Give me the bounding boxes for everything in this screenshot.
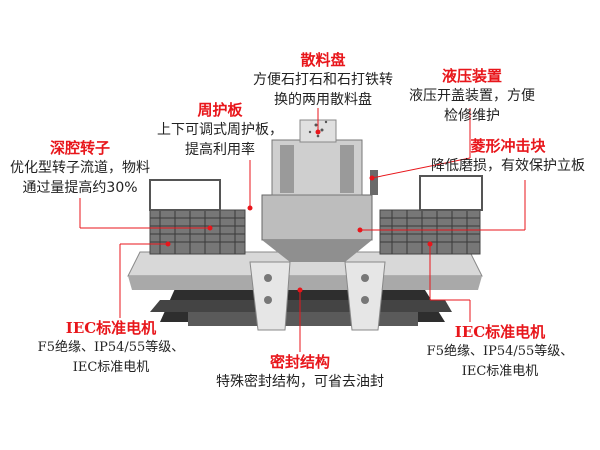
callout-title: 散料盘 bbox=[300, 51, 346, 69]
callout-title: 液压装置 bbox=[441, 67, 502, 85]
callout-desc-line1: F5绝缘、IP54/55等级、 bbox=[426, 344, 574, 359]
callout-desc-line1: 特殊密封结构，可省去油封 bbox=[216, 374, 384, 390]
callout-title: IEC标准电机 bbox=[65, 319, 157, 337]
hydraulic-cylinder bbox=[370, 170, 378, 195]
support-legs bbox=[249, 261, 386, 331]
callout-desc-line1: 优化型转子流道，物料 bbox=[10, 160, 150, 176]
left-motor-guard bbox=[149, 179, 246, 255]
callout-desc-line1: 上下可调式周护板， bbox=[157, 122, 283, 138]
callout-desc-line2: 通过量提高约30% bbox=[22, 180, 138, 196]
callout-guard-plate: 周护板 上下可调式周护板， 提高利用率 bbox=[150, 100, 290, 160]
callout-deep-rotor: 深腔转子 优化型转子流道，物料 通过量提高约30% bbox=[0, 138, 160, 198]
callout-desc-line2: IEC标准电机 bbox=[461, 364, 539, 379]
callout-desc-line2: 换的两用散料盘 bbox=[274, 92, 372, 108]
callout-scatter-plate: 散料盘 方便石打石和石打铁转 换的两用散料盘 bbox=[238, 50, 408, 110]
leader-lines bbox=[79, 108, 526, 352]
callout-seal: 密封结构 特殊密封结构，可省去油封 bbox=[200, 352, 400, 392]
leader-dots bbox=[165, 129, 433, 293]
callout-motor-left: IEC标准电机 F5绝缘、IP54/55等级、 IEC标准电机 bbox=[26, 318, 196, 378]
callout-title: 周护板 bbox=[197, 101, 243, 119]
machine-platform bbox=[127, 251, 483, 290]
callout-hydraulic: 液压装置 液压开盖装置，方便 检修维护 bbox=[392, 66, 552, 126]
callout-title: 菱形冲击块 bbox=[470, 137, 546, 155]
callout-desc-line2: IEC标准电机 bbox=[72, 360, 150, 375]
callout-desc-line1: 降低磨损，有效保护立板 bbox=[431, 158, 585, 174]
callout-title: 深腔转子 bbox=[49, 139, 110, 157]
crushing-chamber bbox=[261, 119, 373, 262]
callout-title: 密封结构 bbox=[269, 353, 330, 371]
callout-desc-line2: 检修维护 bbox=[444, 108, 500, 124]
callout-desc-line1: 方便石打石和石打铁转 bbox=[253, 72, 393, 88]
callout-anvil: 菱形冲击块 降低磨损，有效保护立板 bbox=[418, 136, 598, 176]
callout-desc-line1: F5绝缘、IP54/55等级、 bbox=[37, 340, 185, 355]
callout-title: IEC标准电机 bbox=[454, 323, 546, 341]
callout-desc-line1: 液压开盖装置，方便 bbox=[409, 88, 535, 104]
callout-motor-right: IEC标准电机 F5绝缘、IP54/55等级、 IEC标准电机 bbox=[410, 322, 590, 382]
callout-desc-line2: 提高利用率 bbox=[185, 142, 255, 158]
